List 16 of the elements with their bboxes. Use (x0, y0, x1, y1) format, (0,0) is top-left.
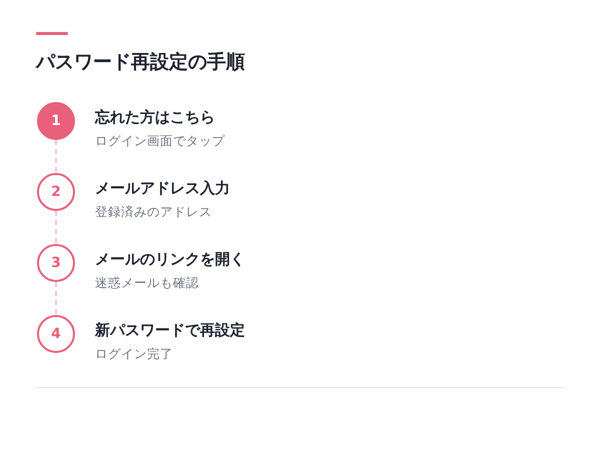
step-description: ログイン完了 (95, 346, 173, 362)
step-description: ログイン画面でタップ (95, 133, 225, 149)
step-number-circle: 3 (37, 244, 75, 282)
step-heading: メールアドレス入力 (95, 178, 230, 198)
step-number-circle: 1 (37, 102, 75, 140)
step-heading: 忘れた方はこちら (95, 107, 215, 127)
step-heading: メールのリンクを開く (95, 249, 245, 269)
step-description: 迷惑メールも確認 (95, 275, 199, 291)
step-description: 登録済みのアドレス (95, 204, 212, 220)
step-number-circle: 4 (37, 315, 75, 353)
connector-line (55, 282, 57, 315)
step-heading: 新パスワードで再設定 (95, 320, 245, 340)
title: パスワード再設定の手順 (36, 50, 245, 75)
connector-line (55, 211, 57, 244)
connector-line (55, 140, 57, 173)
step-number-circle: 2 (37, 173, 75, 211)
